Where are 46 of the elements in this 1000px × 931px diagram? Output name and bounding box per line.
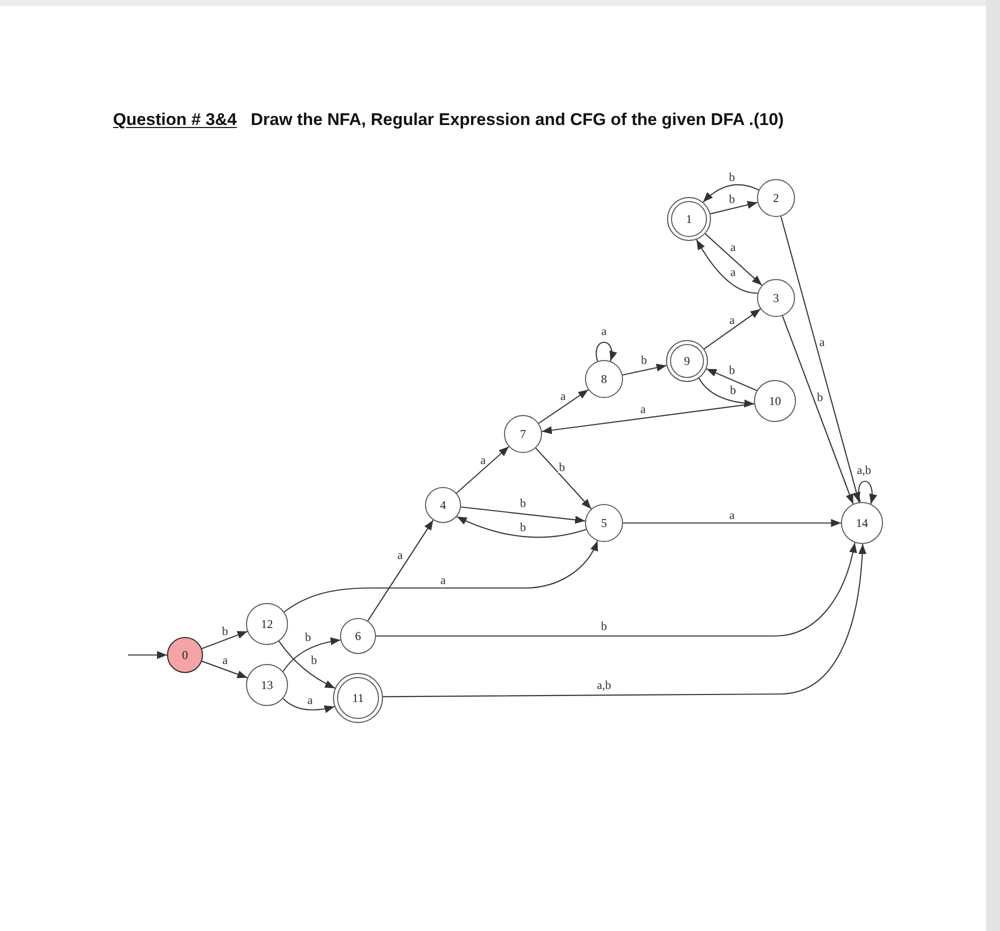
transition-arrow (710, 200, 758, 214)
edge-label: b (519, 521, 527, 533)
edge-label: b (558, 461, 566, 473)
transition-arrow (696, 239, 758, 294)
transition-arrow (282, 638, 341, 672)
edge-label: b (728, 364, 736, 376)
transition-arrow (698, 378, 754, 408)
transition-arrow (282, 698, 335, 713)
edge-label: b (816, 391, 824, 403)
start-arrow (128, 651, 167, 659)
self-loop-arrow (596, 342, 616, 362)
transition-arrow (456, 516, 586, 538)
edge-label: a,b (856, 464, 872, 476)
transition-arrow (278, 640, 336, 689)
edge-label: b (728, 171, 736, 183)
self-loop-arrow (858, 480, 876, 504)
edge-label: b (304, 631, 312, 643)
transition-arrow (622, 364, 667, 376)
transition-arrow (623, 519, 841, 527)
transition-arrow (704, 233, 762, 286)
transition-arrow (535, 448, 592, 510)
transition-arrow (704, 308, 761, 350)
transition-arrow (782, 316, 854, 504)
transition-arrow (706, 368, 758, 391)
transition-arrow (538, 389, 589, 424)
edge-label: b (729, 384, 737, 396)
edge-label: b (310, 654, 318, 666)
edge-label: a,b (596, 679, 612, 691)
transition-arrow (383, 544, 866, 698)
transition-arrow (780, 216, 860, 502)
transition-arrow (542, 403, 754, 434)
question-number: Question # 3&4 (113, 109, 237, 131)
transition-arrow (456, 446, 510, 494)
edge-label: b (519, 497, 527, 509)
transition-arrow (202, 630, 248, 650)
edge-label: b (600, 620, 608, 632)
question-title: Draw the NFA, Regular Expression and CFG of the given DFA .(10) (250, 109, 784, 131)
transition-arrow (202, 660, 248, 678)
edge-label: b (221, 625, 229, 637)
transition-arrow (284, 540, 598, 612)
transition-arrow (367, 520, 434, 622)
transition-arrow (376, 542, 857, 637)
edge-label: b (640, 354, 648, 366)
transition-arrow (702, 184, 760, 202)
edge-label: b (728, 193, 736, 205)
transition-arrow (460, 506, 586, 524)
